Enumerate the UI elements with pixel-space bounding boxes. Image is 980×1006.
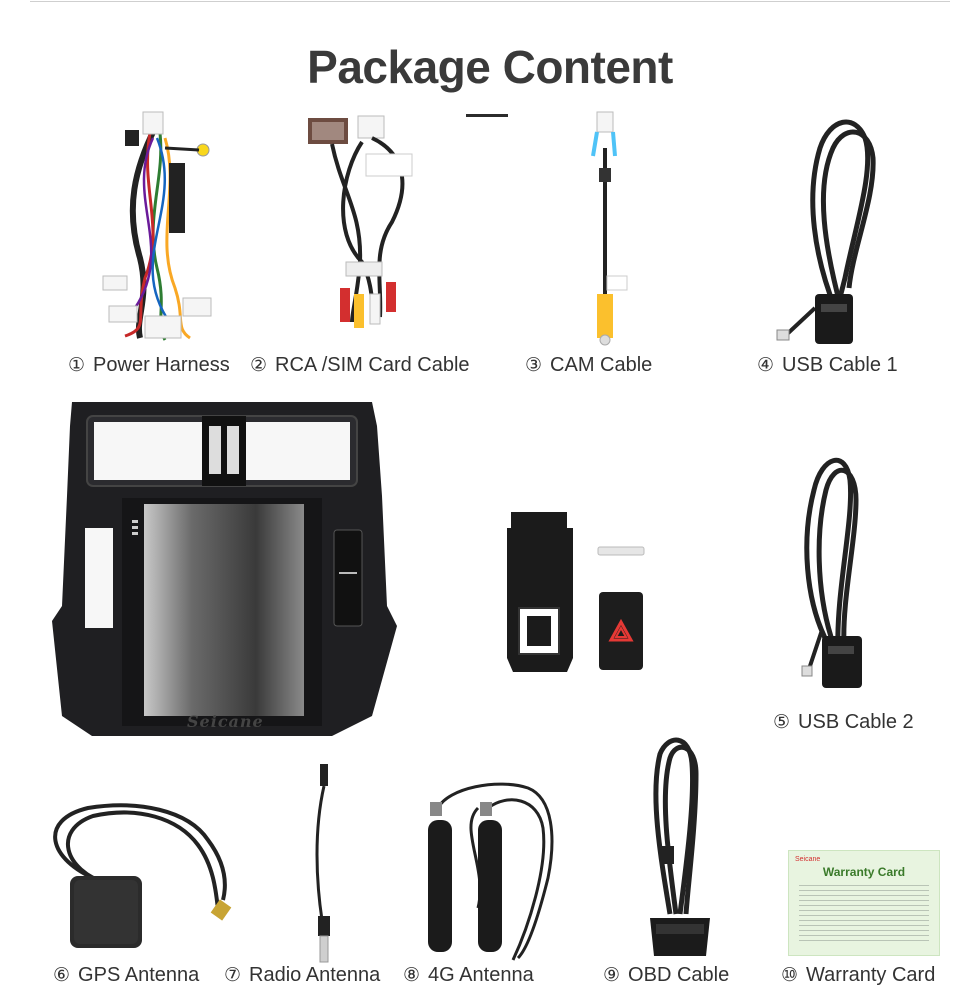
item-name: Power Harness (93, 354, 230, 376)
item-number: ③ (525, 354, 543, 376)
car-stereo-unit-image: Seicane (52, 396, 397, 741)
item-number: ⑧ (403, 964, 421, 986)
item-name: RCA /SIM Card Cable (275, 354, 470, 376)
cam-cable-image (585, 108, 635, 348)
warranty-card-image: Seicane Warranty Card (788, 850, 940, 956)
item-label-2: ② RCA /SIM Card Cable (250, 354, 470, 377)
usb-cable-1-image (775, 108, 885, 348)
item-name: 4G Antenna (428, 964, 534, 986)
item-number: ⑤ (773, 711, 791, 733)
item-number: ⑥ (53, 964, 71, 986)
item-name: USB Cable 2 (798, 711, 914, 733)
hazard-switch-image (597, 590, 645, 672)
item-label-9: ⑨ OBD Cable (603, 964, 729, 987)
item-name: USB Cable 1 (782, 354, 898, 376)
item-label-1: ① Power Harness (68, 354, 230, 377)
top-divider (30, 1, 950, 2)
warranty-card-title: Warranty Card (822, 865, 906, 879)
usb-cable-2-image (786, 440, 876, 694)
item-number: ⑩ (781, 964, 799, 986)
item-name: Radio Antenna (249, 964, 381, 986)
rca-sim-cable-image (302, 112, 422, 342)
mounting-bracket-image (505, 508, 575, 674)
warranty-card-brand: Seicane (795, 856, 821, 863)
power-harness-image (95, 108, 220, 348)
item-name: CAM Cable (550, 354, 653, 376)
item-number: ④ (757, 354, 775, 376)
page-title: Package Content (307, 41, 673, 93)
radio-antenna-image (306, 760, 346, 966)
obd-cable-image (640, 734, 720, 960)
warranty-card-fine-print (799, 885, 929, 945)
item-name: GPS Antenna (78, 964, 200, 986)
item-name: OBD Cable (628, 964, 730, 986)
item-number: ⑦ (224, 964, 242, 986)
item-number: ① (68, 354, 86, 376)
item-name: Warranty Card (806, 964, 936, 986)
4g-antenna-image (418, 778, 558, 964)
gps-antenna-image (38, 800, 243, 960)
item-label-5: ⑤ USB Cable 2 (773, 711, 914, 734)
item-label-7: ⑦ Radio Antenna (224, 964, 380, 987)
item-label-3: ③ CAM Cable (525, 354, 652, 377)
screen-brand-text: Seicane (187, 712, 264, 731)
item-label-8: ⑧ 4G Antenna (403, 964, 534, 987)
clip-part-image (596, 544, 646, 558)
title-underline (466, 114, 508, 117)
item-label-10: ⑩ Warranty Card (781, 964, 935, 987)
item-label-4: ④ USB Cable 1 (757, 354, 898, 377)
item-number: ⑨ (603, 964, 621, 986)
item-number: ② (250, 354, 268, 376)
item-label-6: ⑥ GPS Antenna (53, 964, 199, 987)
